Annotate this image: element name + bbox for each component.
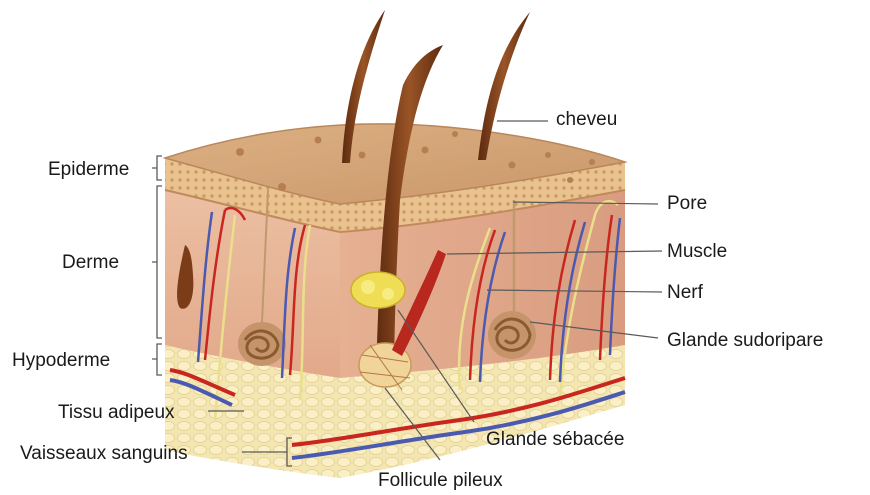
label-pore: Pore bbox=[667, 194, 707, 213]
label-glande-sebacee: Glande sébacée bbox=[486, 430, 624, 449]
bracket-epiderme bbox=[152, 156, 162, 180]
label-vaisseaux-sanguins: Vaisseaux sanguins bbox=[20, 444, 188, 463]
bracket-hypoderme bbox=[152, 344, 162, 375]
label-follicule-pileux: Follicule pileux bbox=[378, 471, 503, 490]
sebaceous-gland bbox=[351, 272, 405, 308]
label-cheveu: cheveu bbox=[556, 110, 617, 129]
label-muscle: Muscle bbox=[667, 242, 727, 261]
label-glande-sudoripare: Glande sudoripare bbox=[667, 331, 823, 350]
bracket-derme bbox=[152, 186, 162, 338]
label-nerf: Nerf bbox=[667, 283, 703, 302]
label-hypoderme: Hypoderme bbox=[12, 351, 110, 370]
label-derme: Derme bbox=[62, 253, 119, 272]
label-epiderme: Epiderme bbox=[48, 160, 129, 179]
label-tissu-adipeux: Tissu adipeux bbox=[58, 403, 175, 422]
